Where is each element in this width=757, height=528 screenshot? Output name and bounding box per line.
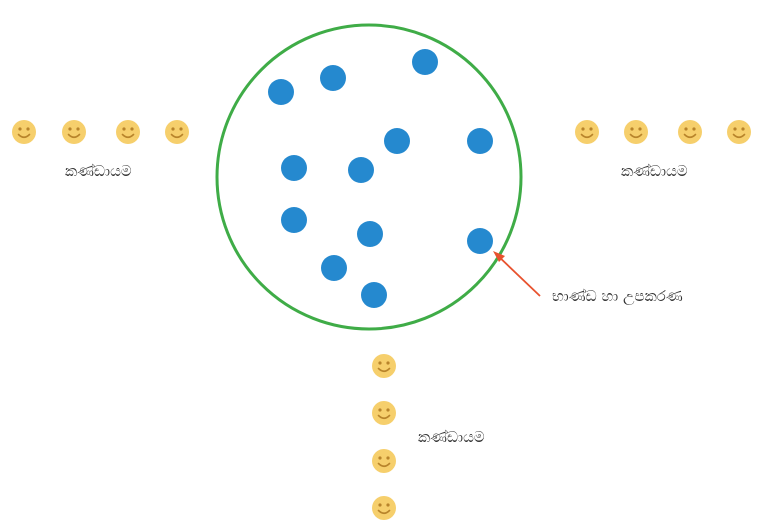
smiley-face-background [62, 120, 86, 144]
smiley-face-icon [62, 120, 86, 144]
right-group-label: කණ්ඩායම [621, 162, 688, 180]
bottom-group: කණ්ඩායම [372, 354, 485, 520]
arrow-line [495, 253, 541, 297]
smiley-face-background [727, 120, 751, 144]
smiley-face-icon [727, 120, 751, 144]
resource-dots-group [268, 49, 493, 308]
smiley-face-icon [575, 120, 599, 144]
smiley-eye [378, 503, 382, 507]
smiley-face-icon [678, 120, 702, 144]
smiley-face-icon [116, 120, 140, 144]
smiley-eye [741, 127, 745, 131]
smiley-face-background [372, 496, 396, 520]
smiley-mouth [17, 133, 31, 139]
smiley-face-icon [372, 449, 396, 473]
resource-dot [321, 255, 347, 281]
smiley-eye [684, 127, 688, 131]
smiley-mouth [121, 133, 135, 139]
smiley-eye [589, 127, 593, 131]
smiley-mouth [170, 133, 184, 139]
resource-dot [281, 155, 307, 181]
smiley-mouth [377, 509, 391, 515]
resource-dot [384, 128, 410, 154]
resource-dot [357, 221, 383, 247]
right-group: කණ්ඩායම [575, 120, 751, 180]
smiley-eye [171, 127, 175, 131]
smiley-mouth [377, 367, 391, 373]
smiley-eye [26, 127, 30, 131]
resource-dot [467, 228, 493, 254]
resource-dot [320, 65, 346, 91]
smiley-eye [68, 127, 72, 131]
smiley-eye [18, 127, 22, 131]
resource-pointer-arrow [493, 251, 541, 297]
left-group-label: කණ්ඩායම [65, 162, 132, 180]
smiley-mouth [732, 133, 746, 139]
resource-dot [348, 157, 374, 183]
smiley-face-background [624, 120, 648, 144]
smiley-face-icon [372, 496, 396, 520]
bottom-group-label: කණ්ඩායම [418, 428, 485, 446]
smiley-mouth [629, 133, 643, 139]
smiley-eye [386, 361, 390, 365]
smiley-eye [630, 127, 634, 131]
smiley-face-icon [372, 354, 396, 378]
resources-label: භාණ්ඩ හා උපකරණ [552, 287, 683, 305]
smiley-eye [179, 127, 183, 131]
resource-dot [467, 128, 493, 154]
smiley-face-icon [372, 401, 396, 425]
smiley-mouth [377, 462, 391, 468]
resource-dot [268, 79, 294, 105]
smiley-eye [386, 456, 390, 460]
smiley-face-background [165, 120, 189, 144]
smiley-eye [581, 127, 585, 131]
smiley-face-background [12, 120, 36, 144]
resource-dot [281, 207, 307, 233]
smiley-eye [122, 127, 126, 131]
smiley-face-background [372, 449, 396, 473]
smiley-eye [378, 456, 382, 460]
resource-dot [412, 49, 438, 75]
arrow-head [493, 251, 505, 262]
smiley-eye [378, 408, 382, 412]
smiley-mouth [580, 133, 594, 139]
smiley-mouth [683, 133, 697, 139]
smiley-face-icon [12, 120, 36, 144]
smiley-eye [130, 127, 134, 131]
smiley-eye [386, 503, 390, 507]
smiley-face-icon [165, 120, 189, 144]
smiley-eye [378, 361, 382, 365]
smiley-eye [76, 127, 80, 131]
smiley-face-background [372, 401, 396, 425]
smiley-face-background [116, 120, 140, 144]
smiley-eye [692, 127, 696, 131]
smiley-face-icon [624, 120, 648, 144]
smiley-eye [386, 408, 390, 412]
smiley-mouth [377, 414, 391, 420]
resource-dot [361, 282, 387, 308]
smiley-mouth [67, 133, 81, 139]
smiley-face-background [372, 354, 396, 378]
resource-pool-circle [215, 23, 523, 331]
smiley-eye [733, 127, 737, 131]
smiley-face-background [678, 120, 702, 144]
left-group: කණ්ඩායම [12, 120, 189, 180]
smiley-eye [638, 127, 642, 131]
smiley-face-background [575, 120, 599, 144]
